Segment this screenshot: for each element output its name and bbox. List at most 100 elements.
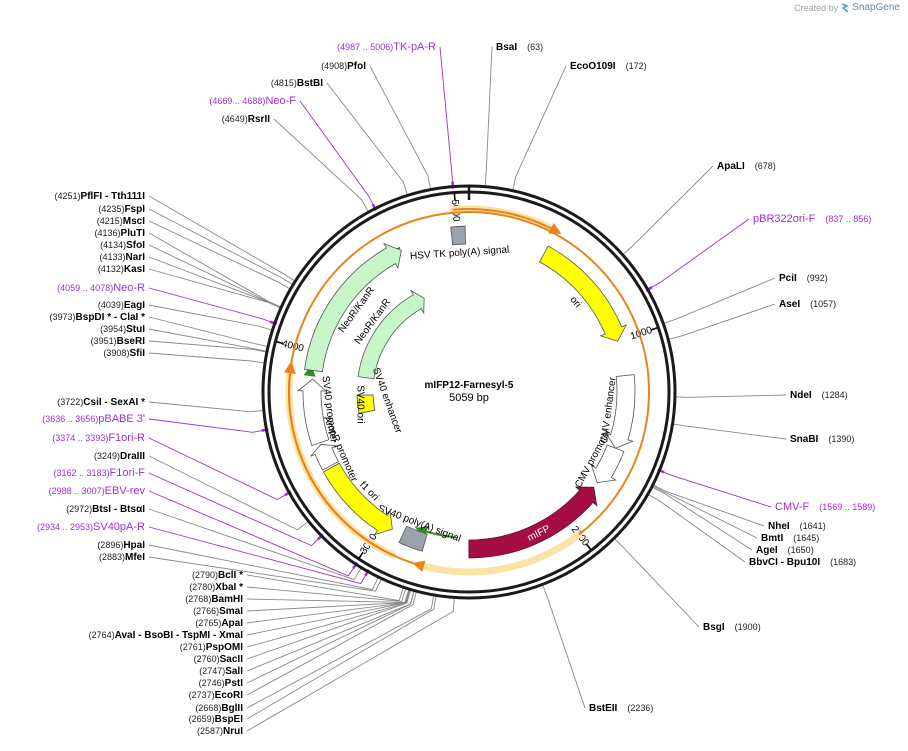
site-name: MscI [123, 216, 145, 227]
site-name: SacII [220, 654, 244, 665]
snapgene-credit: Created by SnapGene [794, 2, 900, 13]
site-coordinate: (4134) [100, 240, 126, 250]
site-label: (4133)NarI [100, 252, 146, 263]
site-leader [648, 218, 750, 290]
site-leader [512, 65, 567, 190]
site-coordinate: (3951) [91, 336, 117, 346]
site-label: (2747)SalI [199, 666, 243, 677]
feature-arrow [538, 245, 628, 342]
tick-mark [276, 340, 284, 345]
site-label: (4132)KasI [98, 264, 145, 275]
site-name: NruI [223, 726, 243, 737]
site-leader [246, 592, 417, 696]
site-coordinate: (1569 .. 1589) [819, 502, 875, 512]
site-coordinate: (2765) [195, 618, 221, 628]
site-leader [246, 596, 437, 720]
site-leader [148, 287, 274, 324]
site-leader [246, 598, 455, 732]
site-label: (2746)PstI [199, 678, 244, 689]
tick-mark [650, 326, 658, 331]
feature-arrow [468, 486, 598, 559]
site-leader [675, 394, 787, 398]
site-coordinate: (3722) [57, 397, 83, 407]
site-name: NheI [768, 521, 790, 532]
site-leader [148, 508, 362, 581]
orf-arc [452, 208, 562, 234]
credit-brand: SnapGene [852, 2, 900, 13]
site-coordinate: (4059 .. 4078) [57, 283, 113, 293]
site-name: BstBI [297, 78, 323, 89]
site-name: EcoRI [215, 690, 244, 701]
site-leader [614, 538, 700, 628]
site-label: (4136)PluTI [95, 228, 146, 239]
site-name: AvaI - BsoBI - TspMI - XmaI [115, 630, 244, 641]
site-label: (2765)ApaI [195, 618, 243, 629]
site-label: (2659)BspEI [189, 714, 244, 725]
site-leader [148, 401, 263, 413]
feature-arrow [296, 378, 330, 447]
primer-arcs [283, 205, 650, 576]
site-leader [148, 195, 295, 282]
site-name: StuI [126, 324, 145, 335]
site-label: (4059 .. 4078)Neo-R [57, 282, 145, 294]
site-label: PciI(992) [779, 273, 828, 284]
site-coordinate: (1900) [735, 622, 761, 632]
site-leader [623, 165, 714, 255]
site-leader [652, 486, 753, 551]
site-name: Neo-F [265, 95, 296, 107]
site-leader [246, 574, 404, 602]
site-leader [148, 232, 281, 308]
site-label: BsgI (1900) [703, 622, 761, 633]
site-name: EBV-rev [105, 485, 146, 497]
site-label: (3636 .. 3656)pBABE 3' [42, 413, 145, 425]
feature-arrow [310, 444, 339, 471]
site-coordinate: (2746) [199, 678, 225, 688]
site-leader [148, 316, 268, 347]
site-leader [148, 526, 368, 585]
site-coordinate: (3908) [103, 348, 129, 358]
site-name: SV40pA-R [93, 521, 145, 533]
snapgene-logo-icon [841, 2, 850, 13]
site-leader [148, 304, 272, 331]
site-name: BmtI [761, 533, 783, 544]
feature-arrow [590, 444, 625, 484]
orf-arc [288, 211, 650, 573]
primer-binding-arc [415, 526, 457, 539]
site-label: (2988 .. 3007)EBV-rev [49, 485, 146, 497]
site-leader [660, 470, 772, 508]
site-label: (2764)AvaI - BsoBI - TspMI - XmaI [89, 630, 244, 641]
site-coordinate: (2883) [99, 552, 125, 562]
site-name: XbaI * [215, 582, 243, 593]
site-label: (4235)FspI [98, 204, 145, 215]
site-name: TK-pA-R [393, 41, 436, 53]
site-name: EcoO109I [570, 61, 616, 72]
site-name: BtsI - BtsαI [92, 504, 145, 515]
site-name: DraIII [120, 451, 145, 462]
site-coordinate: (2790) [192, 570, 218, 580]
site-leader [148, 340, 266, 353]
site-label: CMV-F(1569 .. 1589) [775, 501, 875, 513]
site-label: (3162 .. 3183)F1ori-F [54, 467, 146, 479]
feature-arrow [450, 225, 466, 246]
site-coordinate: (3249) [94, 451, 120, 461]
site-label: (4134)SfoI [100, 240, 145, 251]
site-coordinate: (1650) [788, 545, 814, 555]
site-name: BsgI [703, 622, 725, 633]
site-label: (4039)EagI [98, 300, 145, 311]
site-coordinate: (3374 .. 3393) [52, 433, 108, 443]
site-coordinate: (1641) [800, 521, 826, 531]
plasmid-length: 5059 bp [449, 392, 489, 404]
site-coordinate: (2896) [97, 540, 123, 550]
site-leader [299, 100, 376, 208]
site-leader [542, 585, 586, 709]
site-name: RsrII [248, 114, 270, 125]
site-coordinate: (2988 .. 3007) [49, 486, 105, 496]
site-coordinate: (4133) [100, 252, 126, 262]
site-label: NdeI(1284) [790, 390, 848, 401]
site-name: PluTI [121, 228, 146, 239]
site-label: (4908)PfoI [321, 61, 366, 72]
site-leader [246, 589, 410, 603]
tick-mark [358, 551, 364, 559]
site-label: (3908)SfiI [103, 348, 145, 359]
